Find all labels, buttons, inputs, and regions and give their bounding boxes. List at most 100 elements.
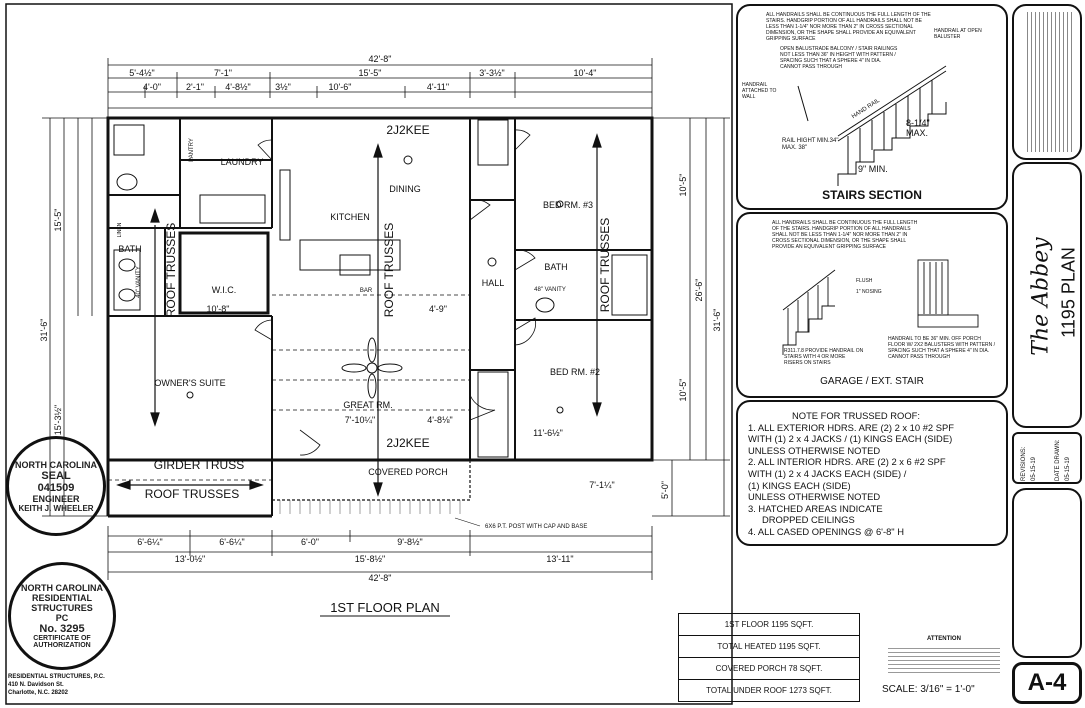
post-note: 6X6 P.T. POST WITH CAP AND BASE [485, 524, 587, 530]
sheet-number-panel: A-4 [1012, 662, 1082, 704]
engineer-seal-number: 041509 [37, 481, 75, 494]
stairs-section-panel: ALL HANDRAILS SHALL BE CONTINUOUS THE FU… [736, 4, 1008, 210]
dim-right-lower: 10'-5" [678, 379, 688, 402]
beam-label-top: 2J2KEE [386, 123, 429, 137]
dim-bottom-3: 6'-0" [301, 537, 319, 547]
area-row: COVERED PORCH 78 SQFT. [679, 658, 859, 680]
roof-trusses-right: ROOF TRUSSES [598, 218, 612, 312]
revisions-panel: REVISIONS: 05-15-19 DATE DRAWN: 05-15-19 [1012, 432, 1082, 484]
truss-notes-panel: NOTE FOR TRUSSED ROOF: 1. ALL EXTERIOR H… [736, 400, 1008, 546]
truss-notes-title: NOTE FOR TRUSSED ROOF: [792, 410, 920, 421]
truss-note-line: DROPPED CEILINGS [762, 514, 855, 526]
disclaimer-panel [1012, 4, 1082, 160]
dim-bottom-5: 13'-0½" [175, 554, 205, 564]
revisions-date: 05-15-19 [1031, 456, 1037, 481]
dim-top-3: 15'-5" [359, 68, 382, 78]
room-bath-hall: BATH [544, 262, 567, 272]
truss-note-line: UNLESS OTHERWISE NOTED [748, 491, 881, 503]
beam-label-bottom: 2J2KEE [386, 436, 429, 450]
area-row: 1ST FLOOR 1195 SQFT. [679, 614, 859, 636]
plan-title: 1ST FLOOR PLAN [330, 600, 440, 615]
truss-note-line: UNLESS OTHERWISE NOTED [748, 444, 881, 456]
dim-top2-1: 4'-0" [143, 82, 161, 92]
roof-trusses-center: ROOF TRUSSES [382, 223, 396, 317]
garage-stair-drawing [782, 259, 979, 355]
dim-top-4: 3'-3½" [479, 68, 504, 78]
disclaimer-text [1024, 12, 1072, 152]
overall-width-bottom: 42'-8" [369, 573, 392, 583]
engineer-seal-label: SEAL [41, 469, 71, 482]
engineer-seal-role: ENGINEER [32, 493, 80, 504]
floor-plan: 42'-8" 5'-4½" 7'-1" 15'-5" 3'-3½" 10'-4"… [5, 3, 733, 705]
attention-title: ATTENTION [927, 636, 961, 642]
company-name: RESIDENTIAL STRUCTURES, P.C. [8, 674, 105, 680]
room-dining: DINING [389, 184, 421, 194]
truss-note-line: (1) KINGS EACH (SIDE) [748, 479, 851, 491]
dim-top2-3: 4'-8½" [225, 82, 250, 92]
dim-bottom-6: 15'-8½" [355, 554, 385, 564]
engineer-seal-state: NORTH CAROLINA [15, 459, 97, 470]
area-row: TOTAL UNDER ROOF 1273 SQFT. [706, 686, 832, 695]
garage-stairs-note: R311.7.8 PROVIDE HANDRAIL ON STAIRS WITH… [784, 348, 864, 366]
dim-top2-5: 10'-6" [329, 82, 352, 92]
garage-note: ALL HANDRAILS SHALL BE CONTINUOUS THE FU… [772, 220, 918, 250]
plan-name: The Abbey [1028, 237, 1054, 356]
room-bath-owner: BATH [118, 244, 141, 254]
attention-body [888, 645, 1000, 673]
plan-name-panel: The Abbey 1195 PLAN [1012, 162, 1082, 428]
dim-top2-4: 3½" [275, 82, 291, 92]
dim-bed2: 11'-6½" [533, 428, 563, 438]
roof-trusses-porch: ROOF TRUSSES [145, 487, 239, 501]
area-table: 1ST FLOOR 1195 SQFT. TOTAL HEATED 1195 S… [678, 613, 860, 702]
dim-right-overall: 31'-6" [712, 309, 722, 332]
garage-stair-title: GARAGE / EXT. STAIR [820, 376, 924, 387]
blank-panel [1012, 488, 1082, 658]
ceiling-fan-icon [341, 337, 403, 399]
room-pantry: PANTRY [189, 138, 195, 162]
dim-great2: 4'-8⅛" [427, 415, 452, 425]
truss-note-line: WITH (1) 2 x 4 JACKS / (1) KINGS EACH (S… [748, 433, 953, 445]
date-drawn-label: DATE DRAWN: [1055, 439, 1061, 481]
dim-top2-6: 4'-11" [427, 82, 449, 92]
stairs-tread: 9" MIN. [858, 164, 888, 174]
dim-hall: 4'-9" [429, 304, 447, 314]
room-bed2: BED RM. #2 [550, 367, 600, 377]
dim-right-upper: 10'-5" [678, 174, 688, 197]
dim-bottom-2: 6'-6¼" [219, 537, 244, 547]
date-drawn: 05-15-19 [1065, 456, 1071, 481]
revisions-label: REVISIONS: [1021, 446, 1027, 481]
dim-owner: 10'-8" [207, 304, 230, 314]
truss-note-line: WITH (1) 2 x 4 JACKS EACH (SIDE) / [748, 467, 907, 479]
engineer-seal-name: KEITH J. WHEELER [18, 503, 94, 513]
girder-truss: GIRDER TRUSS [154, 458, 244, 472]
garage-flush: FLUSH [856, 278, 873, 284]
label-linen: LINEN [117, 222, 123, 237]
room-kitchen: KITCHEN [330, 212, 370, 222]
label-vanity2: 48" VANITY [534, 287, 566, 293]
dim-left-lower: 15'-3½" [53, 405, 63, 435]
dim-top-5: 10'-4" [574, 68, 597, 78]
dim-top2-2: 2'-1" [186, 82, 204, 92]
dim-great: 7'-10¼" [345, 415, 375, 425]
stairs-riser: 8-1/4" MAX. [906, 118, 930, 138]
stairs-railing-note: OPEN BALUSTRADE BALCONY / STAIR RAILINGS… [780, 46, 898, 70]
stairs-section-drawing [797, 65, 947, 186]
handrail-wall-note: HANDRAIL ATTACHED TO WALL [742, 82, 777, 100]
company-address: 410 N. Davidson St. [8, 682, 64, 688]
truss-note-line: 1. ALL EXTERIOR HDRS. ARE (2) 2 x 10 #2 … [748, 421, 954, 433]
truss-note-line: 2. ALL INTERIOR HDRS. ARE (2) 2 x 6 #2 S… [748, 456, 946, 468]
dim-left-overall: 31'-6" [39, 319, 49, 342]
room-laundry: LAUNDRY [221, 157, 264, 167]
plan-number: 1195 PLAN [1058, 247, 1079, 338]
corp-seal-number: No. 3295 [39, 623, 85, 635]
dim-porch: 7'-1¼" [589, 480, 614, 490]
dim-bottom-1: 6'-6¼" [137, 537, 162, 547]
sheet-number: A-4 [1027, 669, 1067, 696]
room-bed3: BED RM. #3 [543, 200, 593, 210]
dim-bottom-4: 9'-8½" [397, 537, 422, 547]
corp-seal-cert: CERTIFICATE OF AUTHORIZATION [33, 635, 91, 649]
stairs-section-title: STAIRS SECTION [822, 188, 922, 202]
corp-seal-state: NORTH CAROLINA [21, 583, 103, 593]
label-bar: BAR [360, 288, 373, 294]
room-wic: W.I.C. [212, 285, 237, 295]
